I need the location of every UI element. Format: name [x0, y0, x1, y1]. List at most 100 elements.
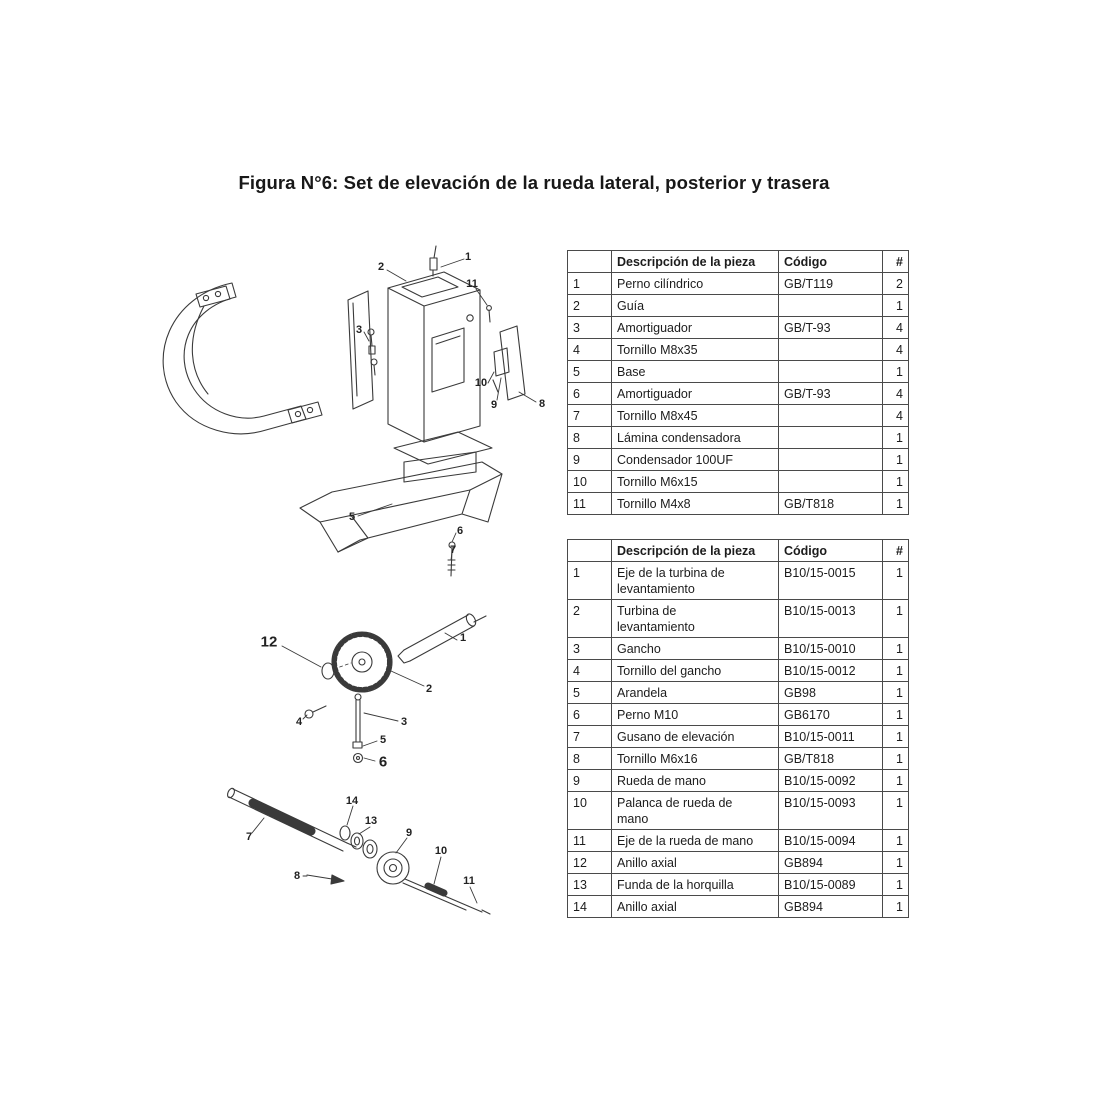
capacitor [493, 347, 510, 377]
part-code-cell: GB/T818 [778, 492, 883, 515]
part-description-cell: Tornillo M6x15 [611, 470, 779, 493]
part-number-cell: 10 [567, 470, 612, 493]
callout-label: 6 [456, 525, 464, 537]
callout-label: 3 [400, 716, 408, 728]
part-code-cell: GB894 [778, 895, 883, 918]
callout-label: 13 [364, 815, 378, 827]
part-qty-cell: 1 [882, 895, 909, 918]
part-code-cell: B10/15-0089 [778, 873, 883, 896]
part-number-cell: 6 [567, 382, 612, 405]
leader-lines-upper [357, 258, 537, 561]
part-code-cell: B10/15-0013 [778, 599, 883, 638]
part-qty-cell: 4 [882, 316, 909, 339]
top-pin [429, 245, 438, 277]
part-qty-cell: 4 [882, 404, 909, 427]
part-qty-cell: 1 [882, 448, 909, 471]
part-number-cell: 5 [567, 360, 612, 383]
part-code-cell [778, 338, 883, 361]
part-code-cell [778, 360, 883, 383]
callout-label: 2 [377, 261, 385, 273]
callout-label: 7 [245, 831, 253, 843]
part-description-cell: Tornillo M6x16 [611, 747, 779, 770]
part-description-cell: Tornillo M8x35 [611, 338, 779, 361]
part-number-cell: 14 [567, 895, 612, 918]
part-code-cell: B10/15-0012 [778, 659, 883, 682]
hook-parts [304, 693, 364, 764]
part-number-cell: 1 [567, 272, 612, 295]
part-number-cell: 11 [567, 829, 612, 852]
worm-shaft [227, 787, 357, 852]
turbine-shaft [397, 613, 487, 664]
leader-lines-middle [281, 632, 458, 762]
part-number-cell: 2 [567, 599, 612, 638]
part-description-cell: Amortiguador [611, 316, 779, 339]
column-header: Código [778, 250, 883, 273]
part-description-cell: Perno cilíndrico [611, 272, 779, 295]
part-qty-cell: 4 [882, 382, 909, 405]
column-header: Descripción de la pieza [611, 250, 779, 273]
hand-wheel [376, 851, 410, 885]
part-qty-cell: 1 [882, 360, 909, 383]
part-description-cell: Anillo axial [611, 895, 779, 918]
part-number-cell: 3 [567, 316, 612, 339]
part-number-cell: 4 [567, 338, 612, 361]
part-number-cell: 7 [567, 404, 612, 427]
part-description-cell: Gusano de elevación [611, 725, 779, 748]
part-number-cell: 8 [567, 426, 612, 449]
part-description-cell: Tornillo del gancho [611, 659, 779, 682]
column-header: Descripción de la pieza [611, 539, 779, 562]
part-code-cell: GB/T-93 [778, 382, 883, 405]
capacitor-plate [499, 325, 526, 401]
part-description-cell: Guía [611, 294, 779, 317]
screw-arrow [306, 874, 345, 885]
part-qty-cell: 1 [882, 470, 909, 493]
part-description-cell: Base [611, 360, 779, 383]
callout-label: 9 [490, 399, 498, 411]
part-qty-cell: 1 [882, 703, 909, 726]
part-qty-cell: 1 [882, 659, 909, 682]
part-description-cell: Anillo axial [611, 851, 779, 874]
callout-label: 5 [348, 511, 356, 523]
callout-label: 11 [463, 875, 475, 887]
part-number-cell: 3 [567, 637, 612, 660]
part-number-cell: 6 [567, 703, 612, 726]
leader-lines-lower [251, 805, 478, 904]
part-qty-cell: 1 [882, 294, 909, 317]
column-header [567, 250, 612, 273]
callout-label: 4 [295, 716, 303, 728]
part-qty-cell: 1 [882, 561, 909, 600]
capacitor-parts [486, 305, 526, 401]
part-qty-cell: 1 [882, 492, 909, 515]
part-number-cell: 12 [567, 851, 612, 874]
part-qty-cell: 1 [882, 873, 909, 896]
part-number-cell: 4 [567, 659, 612, 682]
part-qty-cell: 4 [882, 338, 909, 361]
handle-lever [402, 878, 491, 915]
part-code-cell: GB894 [778, 851, 883, 874]
column-header: # [882, 539, 909, 562]
part-qty-cell: 1 [882, 426, 909, 449]
column-header: Código [778, 539, 883, 562]
part-description-cell: Eje de la rueda de mano [611, 829, 779, 852]
part-description-cell: Arandela [611, 681, 779, 704]
callout-label: 9 [405, 827, 413, 839]
callout-label: 1 [464, 251, 472, 263]
part-qty-cell: 2 [882, 272, 909, 295]
part-description-cell: Rueda de mano [611, 769, 779, 792]
part-qty-cell: 1 [882, 681, 909, 704]
part-number-cell: 11 [567, 492, 612, 515]
